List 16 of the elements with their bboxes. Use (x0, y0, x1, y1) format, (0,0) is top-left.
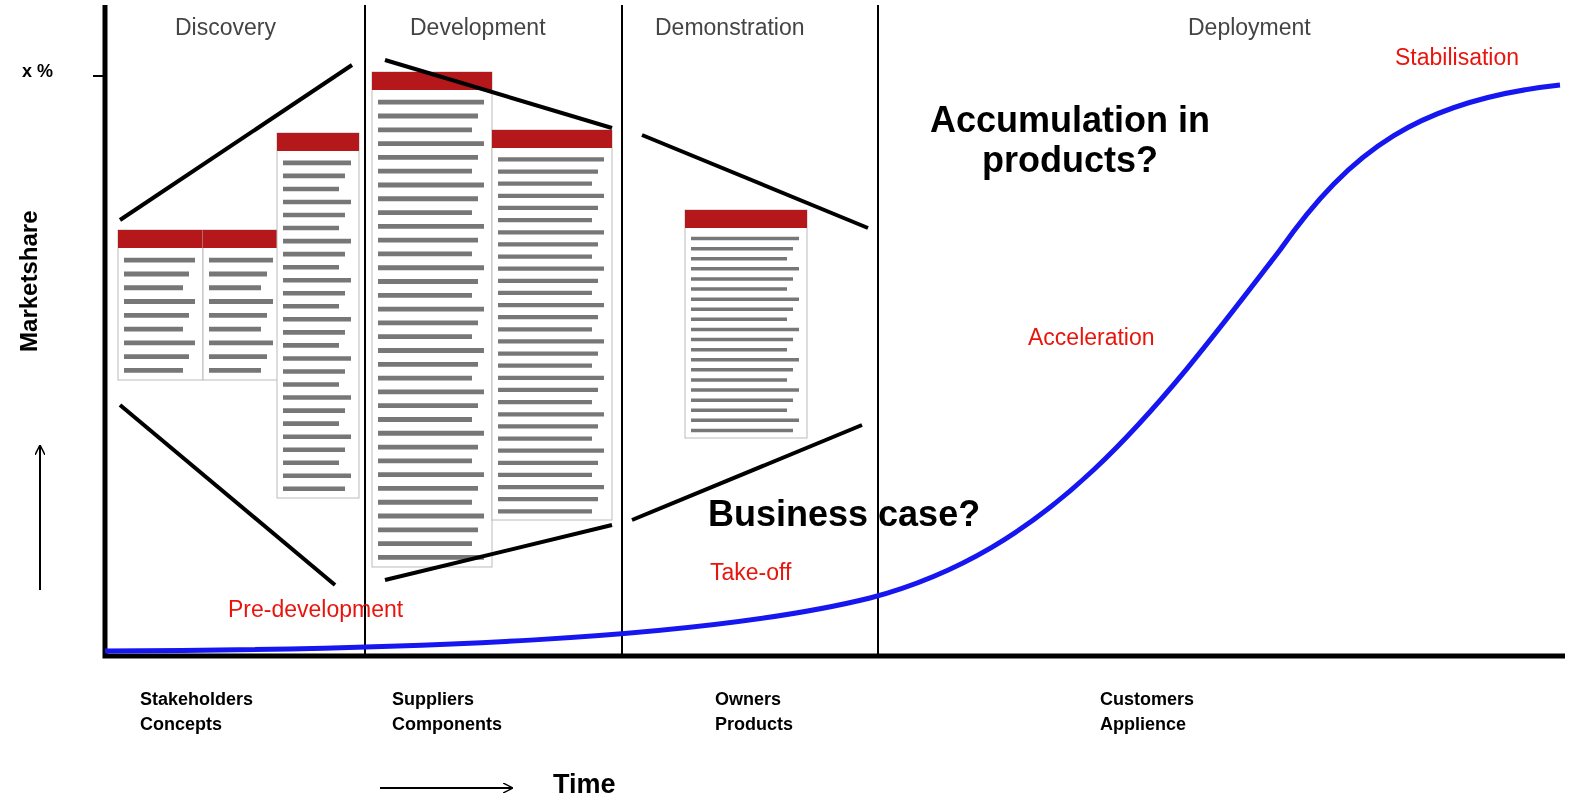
stage-label: Take-off (710, 560, 792, 586)
phase-heading: Discovery (175, 15, 276, 41)
stakeholder-label: Owners Products (715, 688, 793, 737)
stakeholder-label: Stakeholders Concepts (140, 688, 254, 737)
stage-label: Stabilisation (1395, 45, 1520, 71)
axis-label: x % (22, 62, 54, 82)
axis-title: Marketshare (15, 210, 42, 352)
question-text: Business case? (708, 494, 981, 534)
question-text: Accumulation in products? (929, 100, 1211, 180)
stakeholder-label: Customers Applience (1100, 688, 1195, 737)
axis-title: Time (553, 770, 616, 800)
phase-heading: Deployment (1188, 15, 1311, 41)
phase-heading: Demonstration (655, 15, 805, 41)
phase-heading: Development (410, 15, 546, 41)
stakeholder-label: Suppliers Components (392, 688, 502, 737)
stage-label: Acceleration (1028, 325, 1155, 351)
